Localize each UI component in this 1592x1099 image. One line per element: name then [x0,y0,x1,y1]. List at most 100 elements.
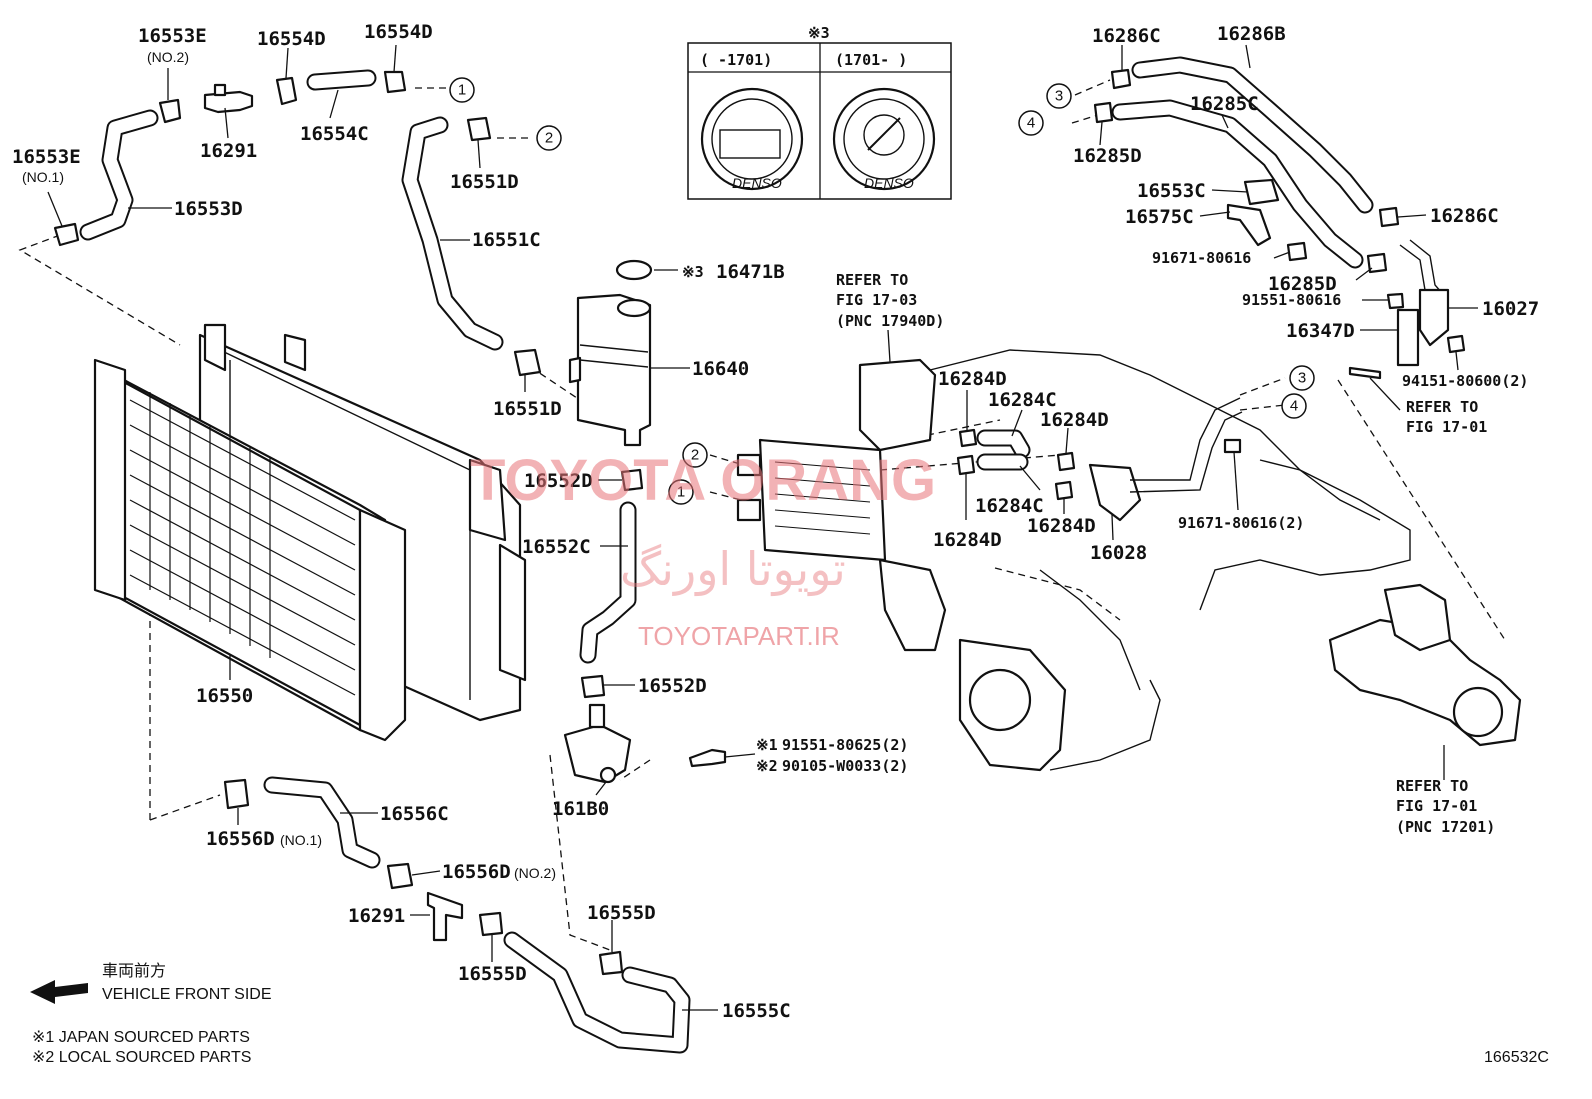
clamp-16553E-no2[interactable] [158,98,182,124]
clamp-16556D-no2[interactable] [386,862,414,890]
clamp-16555D-a[interactable] [478,911,504,937]
label-16553E-no2: 16553E [138,25,207,47]
hose-16286B[interactable] [1131,56,1374,214]
svg-text:1: 1 [458,82,466,99]
label-refer-a-1: REFER TO [836,271,908,289]
clamp-16551D-mid[interactable] [513,348,542,377]
callout-2-b: 2 [682,442,708,468]
clamp-16286C-a[interactable] [1110,68,1132,90]
bolt-91551-80625[interactable] [688,748,727,768]
clamp-16284D-a[interactable] [958,428,978,448]
clamp-16554D-b[interactable] [383,70,407,94]
clamp-16284D-d[interactable] [1054,480,1074,501]
clamp-16556D-no1[interactable] [223,778,250,810]
callout-4-b: 4 [1281,393,1307,419]
dashed-reference-lines [18,79,1506,951]
clamp-16555D-b[interactable] [598,950,624,976]
vehicle-front-arrow-icon [30,980,88,1004]
label-16556D-no2-sub: (NO.2) [514,865,556,881]
svg-text:1: 1 [677,484,685,501]
radiator[interactable] [93,323,527,742]
label-refer-b-2: FIG 17-01 [1406,418,1487,436]
clamp-16553E-no1[interactable] [53,222,80,247]
hose-16556C[interactable] [263,776,381,869]
clip-16553C[interactable] [1243,178,1280,206]
label-refer-a-3: (PNC 17940D) [836,312,944,330]
engine-outline [929,349,1411,771]
svg-text:4: 4 [1027,115,1035,132]
nut-94151-80600[interactable] [1446,334,1466,354]
callout-4-a: 4 [1018,110,1044,136]
watermark-fa: تویوتا اورنگ [620,542,846,597]
cap-brand-right: DENSO [864,175,914,191]
hose-16555C[interactable] [503,931,691,1054]
clamp-16284D-b[interactable] [1056,451,1076,472]
hose-16551C[interactable] [401,116,504,351]
label-16554C: 16554C [300,123,369,145]
callout-1-b: 1 [668,479,694,505]
label-16550: 16550 [196,685,253,707]
callout-3-a: 3 [1046,83,1072,109]
watermark-main: TOYOTA ORANG [470,448,936,513]
svg-text:4: 4 [1290,398,1298,415]
label-16285D-a: 16285D [1073,145,1142,167]
label-16555C: 16555C [722,1000,791,1022]
label-bolt1: 91551-80625(2) [782,736,908,754]
callout-3-b: 3 [1289,365,1315,391]
label-16553D: 16553D [174,198,243,220]
throttle-body[interactable] [958,638,1067,772]
hose-16553D[interactable] [79,109,159,241]
label-16553E-no1-sub: (NO.1) [22,169,64,185]
clamp-16552D-top[interactable] [620,468,644,492]
stud[interactable] [1348,366,1382,380]
fitting-16291-bottom[interactable] [426,891,464,942]
clamp-16552D-bottom[interactable] [580,674,606,699]
bolt-91551-80616[interactable] [1386,292,1405,310]
svg-text:2: 2 [545,130,553,147]
label-16556D-no1-sub: (NO.1) [280,832,322,848]
pipe-16028[interactable] [1088,397,1243,522]
bracket-16575C[interactable] [1226,203,1272,247]
bolt-91671-80616-a[interactable] [1286,241,1308,262]
turbocharger[interactable] [1328,583,1522,747]
label-bolt1-mark: ※1 [756,736,778,754]
label-16556C: 16556C [380,803,449,825]
clamp-16286C-b[interactable] [1378,206,1400,228]
label-16027: 16027 [1482,298,1539,320]
clamp-16284D-c[interactable] [956,454,976,476]
label-refer-b-1: REFER TO [1406,398,1478,416]
label-16553E-no2-sub: (NO.2) [147,49,189,65]
hose-16284C-a[interactable] [976,429,1031,459]
bracket-16347D[interactable] [1396,308,1420,367]
cap-box-left-period: ( -1701) [700,51,772,69]
label-16551D-top: 16551D [450,171,519,193]
reservoir-16640[interactable] [568,293,652,447]
label-16553E-no1: 16553E [12,146,81,168]
pipe-16027[interactable] [1399,239,1450,347]
hose-16554C[interactable] [306,69,377,91]
label-16291-bottom: 16291 [348,905,405,927]
cap-reference-box [687,42,952,200]
label-16555D-b: 16555D [458,963,527,985]
label-bolt2-mark: ※2 [756,757,778,775]
label-16555D-a: 16555D [587,902,656,924]
clamp-16551D-top[interactable] [466,116,492,142]
water-pump-161B0[interactable] [563,703,632,784]
clamp-16554D-a[interactable] [275,76,298,106]
clamp-16285D-b[interactable] [1366,252,1388,274]
label-16471B: 16471B [716,261,785,283]
cap-16471B[interactable] [615,259,653,281]
hose-16552C[interactable] [579,501,637,664]
label-16471B-mark: ※3 [682,263,704,281]
fitting-16291-top[interactable] [203,83,254,114]
intercooler[interactable] [736,358,947,652]
label-91671-80616-2: 91671-80616(2) [1178,514,1304,532]
legend-front-en: VEHICLE FRONT SIDE [102,986,272,1003]
hose-16285C[interactable] [1111,99,1364,269]
label-refer-a-2: FIG 17-03 [836,291,917,309]
label-91671-80616: 91671-80616 [1152,249,1251,267]
label-16284C-b: 16284C [975,495,1044,517]
clamp-16285D-a[interactable] [1093,101,1114,124]
label-16552D-top: 16552D [524,470,593,492]
cap-box-mark: ※3 [808,24,830,42]
